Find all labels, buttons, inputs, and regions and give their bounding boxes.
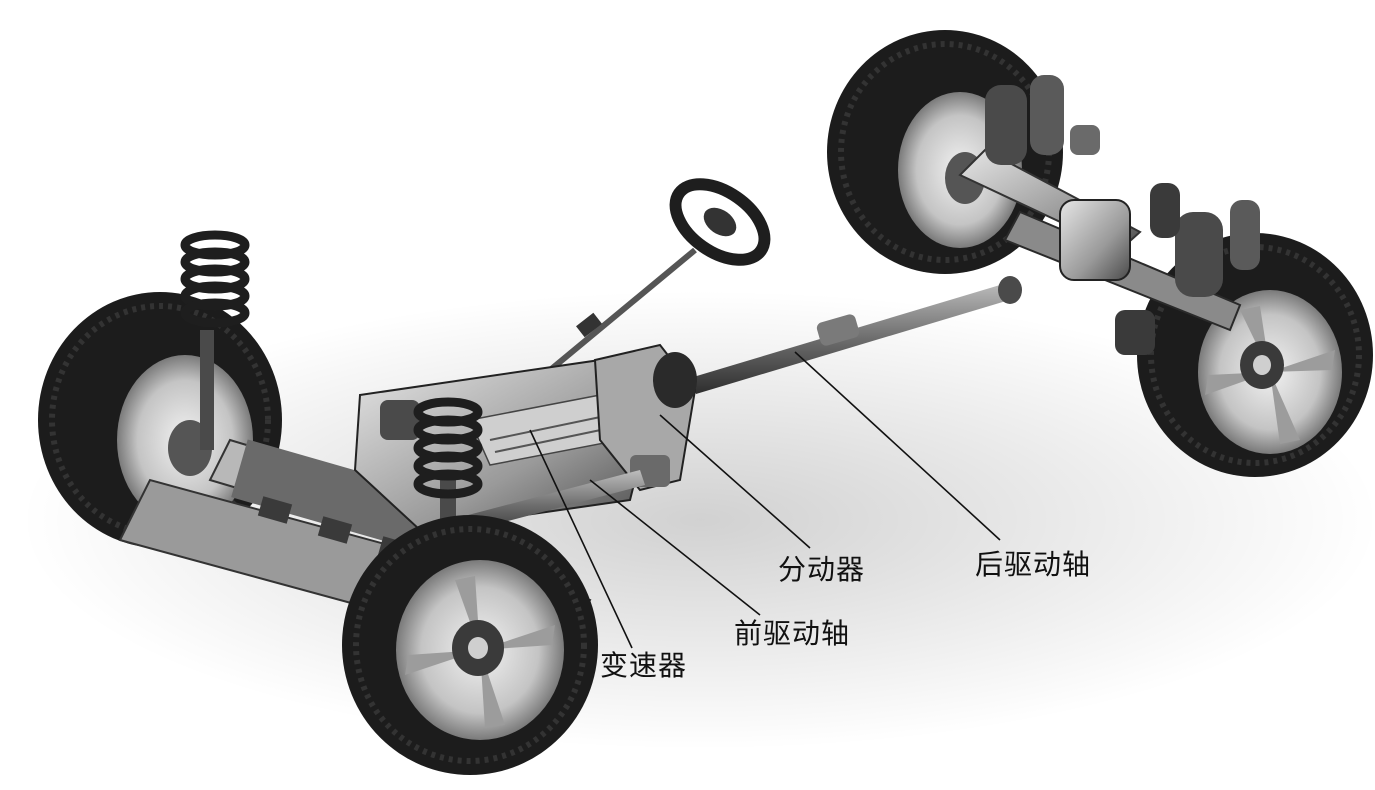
label-front-drive-shaft: 前驱动轴 xyxy=(734,617,851,650)
rear-axle-assembly xyxy=(958,75,1260,355)
transfer-case xyxy=(593,343,697,492)
front-right-wheel xyxy=(342,515,598,775)
rear-drive-shaft xyxy=(690,276,1022,394)
leader-line-rear-drive-shaft xyxy=(794,351,1001,541)
label-rear-drive-shaft: 后驱动轴 xyxy=(975,548,1092,581)
front-left-coil-spring xyxy=(180,230,250,450)
leader-line-front-drive-shaft xyxy=(589,479,761,616)
label-transfer-case: 分动器 xyxy=(778,553,866,586)
leader-lines xyxy=(529,351,1001,649)
label-transmission: 变速器 xyxy=(600,649,688,682)
leader-line-transmission xyxy=(529,429,633,649)
rear-right-wheel xyxy=(1137,233,1373,477)
leader-line-transfer-case xyxy=(659,414,811,549)
